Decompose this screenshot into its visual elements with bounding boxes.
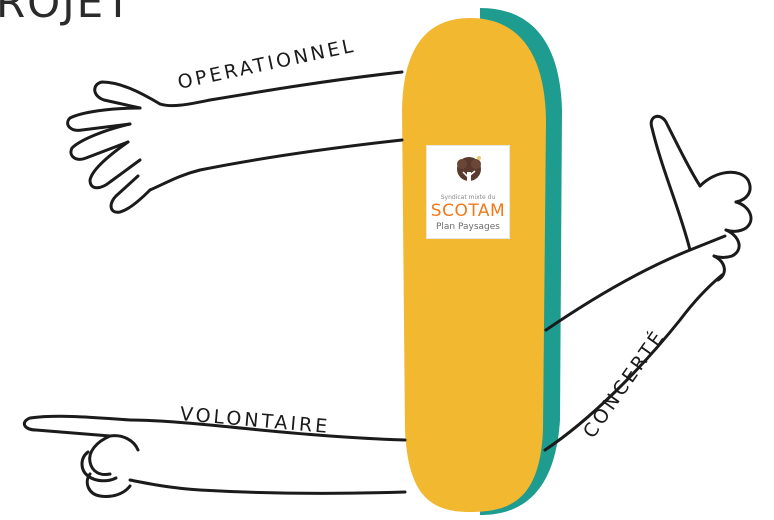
arm-operationnel xyxy=(68,72,402,212)
logo-subtitle-text: Plan Paysages xyxy=(427,222,509,232)
page-title: ROJET xyxy=(0,0,133,27)
arm-volontaire xyxy=(24,416,405,496)
scotam-logo: Syndicat mixte du SCOTAM Plan Paysages xyxy=(426,145,510,239)
arm-concerte xyxy=(545,116,751,450)
logo-brand-text: SCOTAM xyxy=(427,201,509,221)
board-body xyxy=(402,18,546,512)
tree-icon xyxy=(452,152,486,192)
logo-org-text: Syndicat mixte du xyxy=(427,194,509,201)
